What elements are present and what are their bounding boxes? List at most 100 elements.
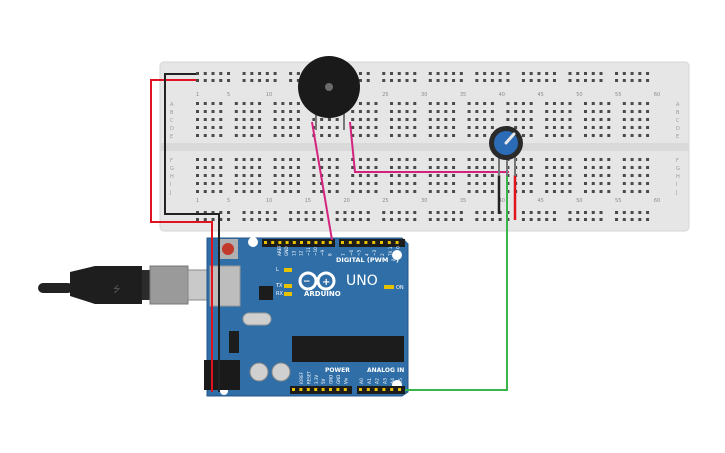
breadboard-hole xyxy=(428,158,432,161)
power-jack[interactable] xyxy=(204,360,240,390)
breadboard-hole xyxy=(552,126,556,129)
breadboard-hole xyxy=(646,134,650,137)
breadboard-hole xyxy=(312,174,316,177)
column-number: 30 xyxy=(421,92,427,98)
breadboard-hole xyxy=(234,190,238,193)
breadboard-hole xyxy=(436,134,440,137)
breadboard-hole xyxy=(467,126,471,129)
digital-pin-label: 2 xyxy=(380,253,385,256)
power-pin-label: 3.3V xyxy=(314,375,319,384)
rail-hole xyxy=(552,72,556,75)
rail-hole xyxy=(646,79,650,82)
breadboard-hole xyxy=(452,102,456,105)
bottom-pins xyxy=(292,388,401,391)
breadboard-hole xyxy=(320,190,324,193)
rail-hole xyxy=(475,218,479,221)
breadboard-hole xyxy=(413,182,417,185)
breadboard-hole xyxy=(335,126,339,129)
rail-hole xyxy=(397,218,401,221)
rail-hole xyxy=(397,72,401,75)
rail-hole xyxy=(413,211,417,214)
breadboard-hole xyxy=(436,110,440,113)
digital-header-right[interactable] xyxy=(339,239,405,247)
rail-hole xyxy=(498,218,502,221)
rail-hole xyxy=(452,211,456,214)
breadboard-hole xyxy=(568,118,572,121)
breadboard-hole xyxy=(506,118,510,121)
wire-green-analog[interactable] xyxy=(405,175,508,391)
breadboard-hole xyxy=(374,190,378,193)
rail-hole xyxy=(265,79,269,82)
breadboard-hole xyxy=(211,102,215,105)
rail-hole xyxy=(630,79,634,82)
breadboard-hole xyxy=(452,182,456,185)
rail-hole xyxy=(452,218,456,221)
breadboard-hole xyxy=(646,182,650,185)
breadboard-hole xyxy=(358,174,362,177)
breadboard-hole xyxy=(591,134,595,137)
usb-cable[interactable]: ⭍ xyxy=(38,265,215,305)
column-number: 5 xyxy=(227,198,230,204)
row-letter: C xyxy=(676,118,680,124)
breadboard-hole xyxy=(351,182,355,185)
digital-pin-label: 12 xyxy=(299,250,304,256)
breadboard-hole xyxy=(630,110,634,113)
breadboard-hole xyxy=(366,174,370,177)
breadboard-hole xyxy=(638,126,642,129)
power-header[interactable] xyxy=(290,386,352,394)
breadboard-hole xyxy=(296,174,300,177)
breadboard-hole xyxy=(196,110,199,113)
buzzer[interactable] xyxy=(298,56,360,130)
potentiometer-knob[interactable] xyxy=(504,132,516,145)
breadboard-hole xyxy=(638,118,642,121)
breadboard-hole xyxy=(234,182,238,185)
breadboard-hole xyxy=(490,118,494,121)
header-pin xyxy=(314,388,318,391)
breadboard-hole xyxy=(374,166,378,169)
wire-magenta-buzzer-pot[interactable] xyxy=(349,121,509,173)
breadboard-center-channel xyxy=(160,143,689,151)
breadboard-hole xyxy=(203,174,207,177)
arduino-uno[interactable]: − + ARDUINO UNO DIGITAL (PWM ~) ANALOG I… xyxy=(204,237,409,397)
wire-black-gnd[interactable] xyxy=(164,73,220,392)
reset-button-cap[interactable] xyxy=(222,243,234,255)
breadboard-hole xyxy=(335,182,339,185)
breadboard-hole xyxy=(335,134,339,137)
rx-label: RX xyxy=(276,291,283,297)
column-number: 45 xyxy=(537,198,543,204)
header-pin xyxy=(372,241,376,244)
breadboard-hole xyxy=(529,182,533,185)
breadboard-hole xyxy=(521,190,525,193)
rail-hole xyxy=(413,79,417,82)
rail-hole xyxy=(390,72,393,75)
breadboard-hole xyxy=(196,174,199,177)
breadboard-hole xyxy=(296,158,300,161)
breadboard-hole xyxy=(289,134,293,137)
breadboard-hole xyxy=(289,174,293,177)
breadboard-hole xyxy=(584,158,587,161)
breadboard-hole xyxy=(211,118,215,121)
rail-hole xyxy=(405,79,409,82)
rail-hole xyxy=(475,72,479,75)
potentiometer[interactable] xyxy=(489,126,523,176)
breadboard-hole xyxy=(436,174,440,177)
usb-port[interactable] xyxy=(209,265,241,307)
rail-hole xyxy=(630,218,634,221)
analog-header[interactable] xyxy=(357,386,405,394)
breadboard-hole xyxy=(599,110,603,113)
rail-hole xyxy=(638,218,642,221)
column-number: 10 xyxy=(266,92,272,98)
breadboard-hole xyxy=(351,158,355,161)
rail-hole xyxy=(289,211,293,214)
breadboard-hole xyxy=(196,134,199,137)
breadboard-hole xyxy=(351,126,355,129)
row-letter: F xyxy=(170,158,173,164)
breadboard-hole xyxy=(413,102,417,105)
rail-hole xyxy=(273,218,277,221)
breadboard-hole xyxy=(366,110,370,113)
digital-pin-label: ~5 xyxy=(357,249,362,256)
breadboard-hole xyxy=(552,118,556,121)
digital-header-left[interactable] xyxy=(262,239,335,247)
column-number: 50 xyxy=(576,198,582,204)
wire-magenta-buzzer-pin[interactable] xyxy=(311,121,333,241)
